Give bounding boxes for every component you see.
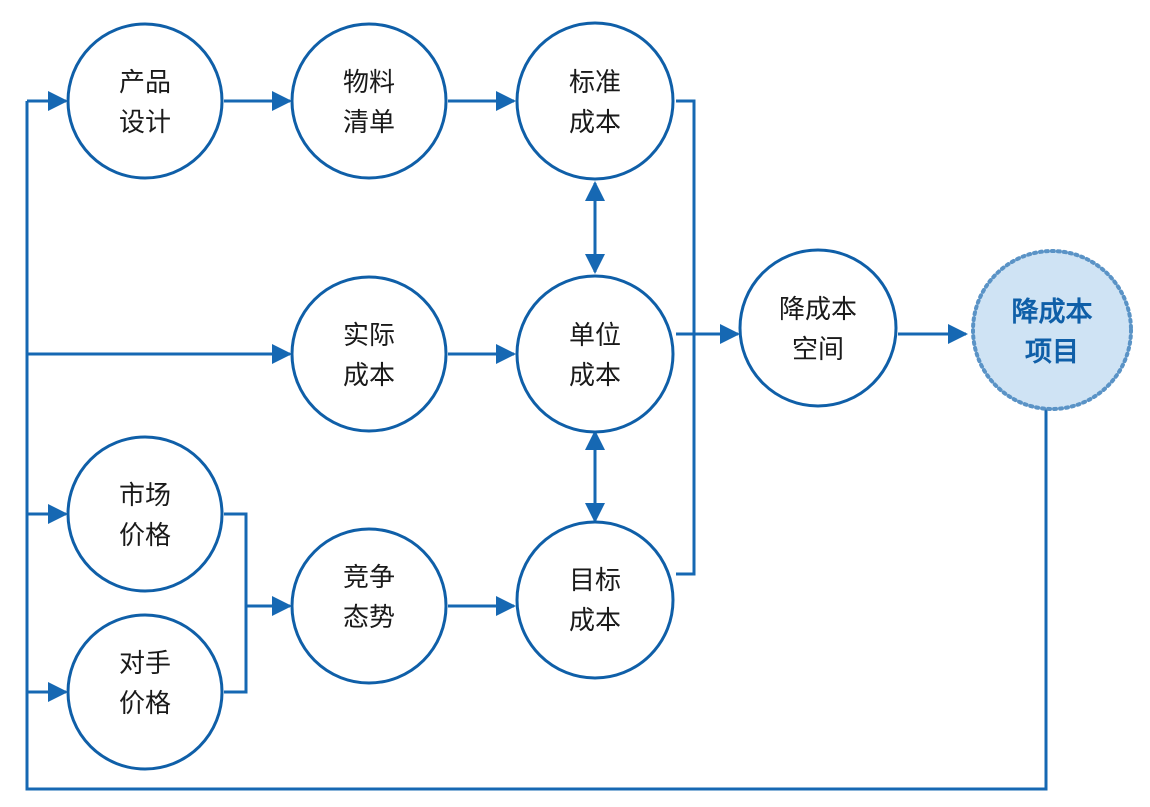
node-market-price: 市场 价格: [66, 435, 224, 593]
node-unit-cost: 单位 成本: [515, 274, 675, 434]
node-product-design: 产品 设计: [66, 22, 224, 180]
node-target-cost: 目标 成本: [515, 520, 675, 680]
node-label-line2: 设计: [119, 108, 171, 138]
node-standard-cost: 标准 成本: [515, 21, 675, 181]
node-label-line2: 态势: [343, 603, 395, 633]
node-label-line2: 空间: [792, 335, 844, 365]
node-label-line1: 对手: [119, 649, 171, 679]
node-label-line2: 成本: [569, 108, 621, 138]
node-label-line2: 成本: [343, 361, 395, 391]
node-reduction-space: 降成本 空间: [738, 248, 898, 408]
node-label-line1: 单位: [569, 321, 621, 351]
market-price-merge-line: [224, 512, 248, 694]
node-label-line1: 产品: [119, 68, 171, 98]
node-label-line1: 降成本: [779, 295, 857, 325]
node-label-line2: 成本: [569, 606, 621, 636]
node-label-line2: 项目: [1025, 337, 1079, 368]
nodes: 产品 设计 物料 清单 标准 成本 实际 成本 单位 成本 市场 价格: [66, 21, 1133, 771]
node-label-line2: 价格: [119, 521, 171, 551]
standard-cost-right-bus: [676, 99, 696, 576]
node-label-line1: 降成本: [1012, 297, 1093, 328]
node-competition: 竞争 态势: [290, 527, 448, 685]
node-bom: 物料 清单: [290, 22, 448, 180]
node-label-line1: 物料: [343, 68, 395, 98]
node-label-line2: 价格: [119, 689, 171, 719]
node-label-line1: 实际: [343, 321, 395, 351]
node-label-line1: 标准: [569, 68, 621, 98]
node-label-line1: 市场: [119, 481, 171, 511]
feedback-loop-line: [25, 101, 1048, 791]
connector-lines: [25, 91, 1048, 791]
node-actual-cost: 实际 成本: [290, 275, 448, 433]
node-rival-price: 对手 价格: [66, 613, 224, 771]
node-label-line1: 竞争: [343, 563, 395, 593]
node-label-line2: 清单: [343, 108, 395, 138]
node-reduction-project: 降成本 项目: [971, 249, 1133, 411]
node-label-line1: 目标: [569, 566, 621, 596]
node-label-line2: 成本: [569, 361, 621, 391]
